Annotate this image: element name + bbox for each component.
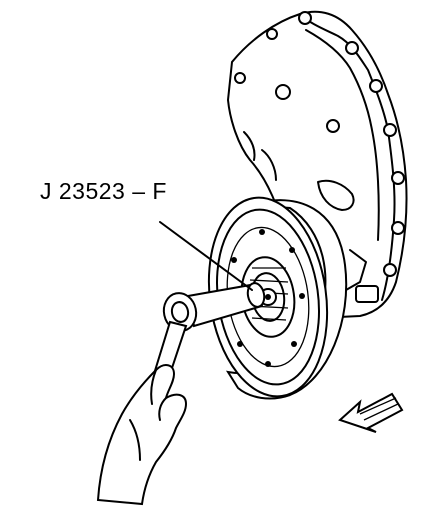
crankshaft-balancer: [207, 196, 348, 400]
hand-illustration: [96, 364, 188, 506]
tool-callout-label: J 23523 – F: [40, 178, 167, 204]
arrow-icon: [338, 392, 404, 433]
callout-leader-line: [159, 221, 253, 291]
engine-front-cover: [226, 10, 408, 320]
